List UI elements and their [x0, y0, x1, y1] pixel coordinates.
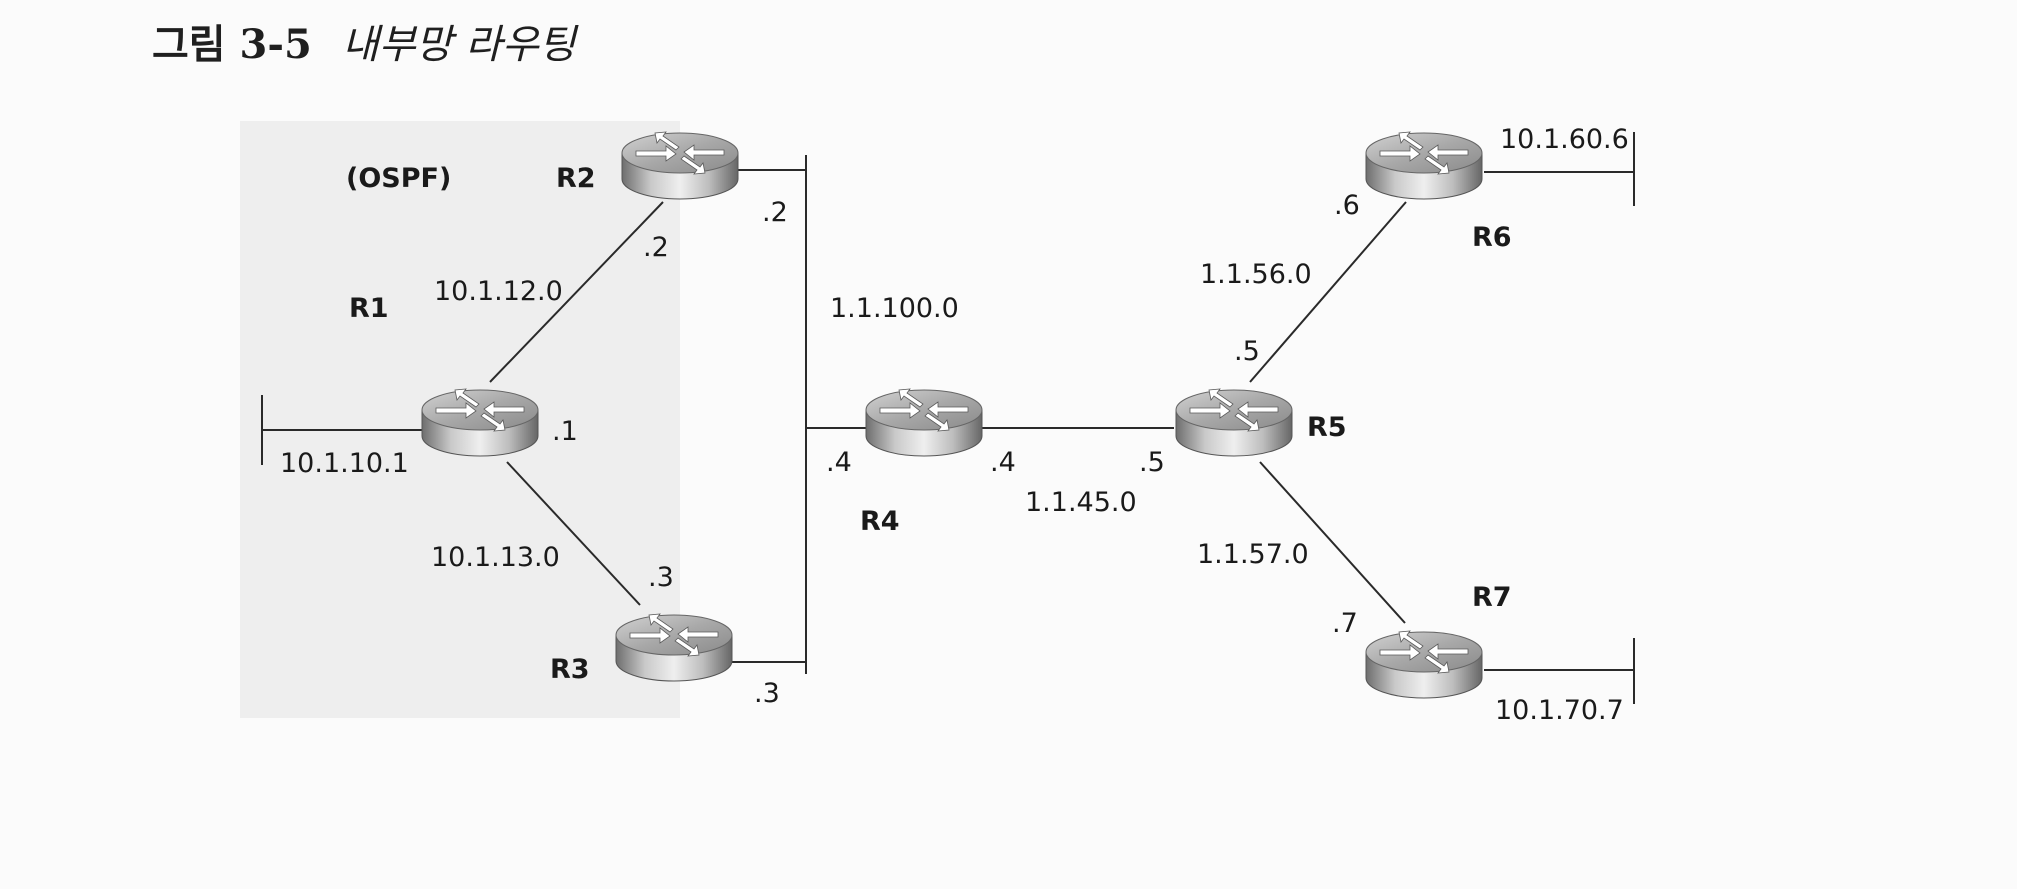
- router-r4-icon: [865, 388, 983, 457]
- network-r1-lan: 10.1.10.1: [280, 448, 409, 479]
- iface-r1-r2: .1: [552, 416, 578, 447]
- router-r2-icon: [621, 131, 739, 200]
- iface-r6-r5: .6: [1334, 190, 1360, 221]
- figure-number: 그림 3-5: [152, 21, 312, 68]
- iface-r5-r4: .5: [1139, 447, 1165, 478]
- r5-r6-link: [1249, 201, 1407, 383]
- router-r3-label: R3: [550, 654, 590, 685]
- iface-r2-backbone: .2: [762, 197, 788, 228]
- router-r2-label: R2: [556, 163, 596, 194]
- router-r4-label: R4: [860, 506, 900, 537]
- router-r6-label: R6: [1472, 222, 1512, 253]
- router-r1-icon: [421, 388, 539, 457]
- iface-r7-r5: .7: [1332, 608, 1358, 639]
- iface-r3-r1: .3: [648, 562, 674, 593]
- network-r5-r7: 1.1.57.0: [1197, 539, 1309, 570]
- router-r1-label: R1: [349, 293, 389, 324]
- iface-r2-r1: .2: [643, 232, 669, 263]
- iface-r4-backbone: .4: [826, 447, 852, 478]
- links: [261, 132, 1635, 704]
- network-r6-lan: 10.1.60.6: [1500, 124, 1629, 155]
- network-backbone: 1.1.100.0: [830, 293, 959, 324]
- router-r5-label: R5: [1307, 412, 1347, 443]
- router-r6-icon: [1365, 131, 1483, 200]
- network-r1-r2: 10.1.12.0: [434, 276, 563, 307]
- r1-r2-link: [489, 201, 664, 383]
- network-r1-r3: 10.1.13.0: [431, 542, 560, 573]
- ospf-area-label: (OSPF): [346, 163, 451, 194]
- iface-r5-r6: .5: [1234, 336, 1260, 367]
- iface-r3-backbone: .3: [754, 678, 780, 709]
- network-r7-lan: 10.1.70.7: [1495, 695, 1624, 726]
- network-r4-r5: 1.1.45.0: [1025, 487, 1137, 518]
- network-r5-r6: 1.1.56.0: [1200, 259, 1312, 290]
- router-r3-icon: [615, 613, 733, 682]
- router-r7-label: R7: [1472, 582, 1512, 613]
- r5-r7-link: [1259, 461, 1406, 624]
- router-r7-icon: [1365, 630, 1483, 699]
- figure-title: 내부망 라우팅: [342, 22, 579, 68]
- router-r5-icon: [1175, 388, 1293, 457]
- r1-r3-link: [506, 461, 641, 606]
- iface-r4-r5: .4: [990, 447, 1016, 478]
